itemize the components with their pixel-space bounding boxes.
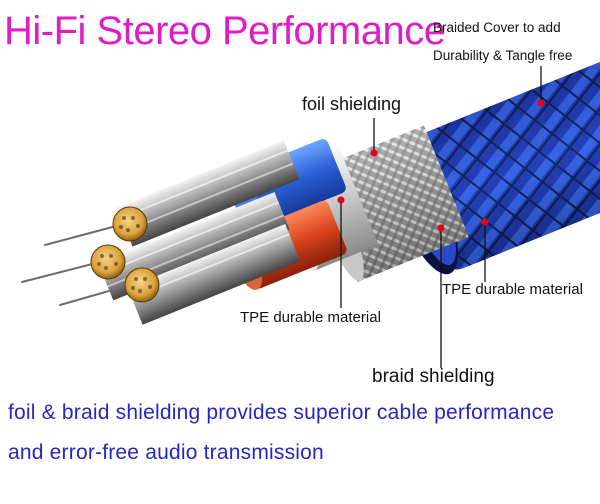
pointer-dot-tpe-inner <box>337 196 345 204</box>
pointer-dot-foil <box>370 149 378 157</box>
leader-lines <box>340 66 542 368</box>
braided-cover-note-line2: Durability & Tangle free <box>433 48 573 63</box>
foil-shielding-label: foil shielding <box>302 94 402 114</box>
braided-cover-note-line1: Braided Cover to add <box>433 20 561 35</box>
tpe-outer-label: TPE durable material <box>442 281 583 298</box>
caption-line-2: and error-free audio transmission <box>8 441 324 464</box>
caption-line-1: foil & braid shielding provides superior… <box>8 401 555 424</box>
pointer-dot-braided-cover <box>537 99 545 107</box>
pointer-dot-braid <box>437 224 445 232</box>
pointer-dot-tpe-outer <box>481 218 489 226</box>
tpe-inner-label: TPE durable material <box>240 309 381 326</box>
wire-leads <box>21 224 131 306</box>
pointer-dots <box>337 99 545 232</box>
copper-conductor-ends <box>90 206 160 303</box>
braid-shielding-label: braid shielding <box>372 366 495 387</box>
page-title: Hi-Fi Stereo Performance <box>4 9 446 53</box>
